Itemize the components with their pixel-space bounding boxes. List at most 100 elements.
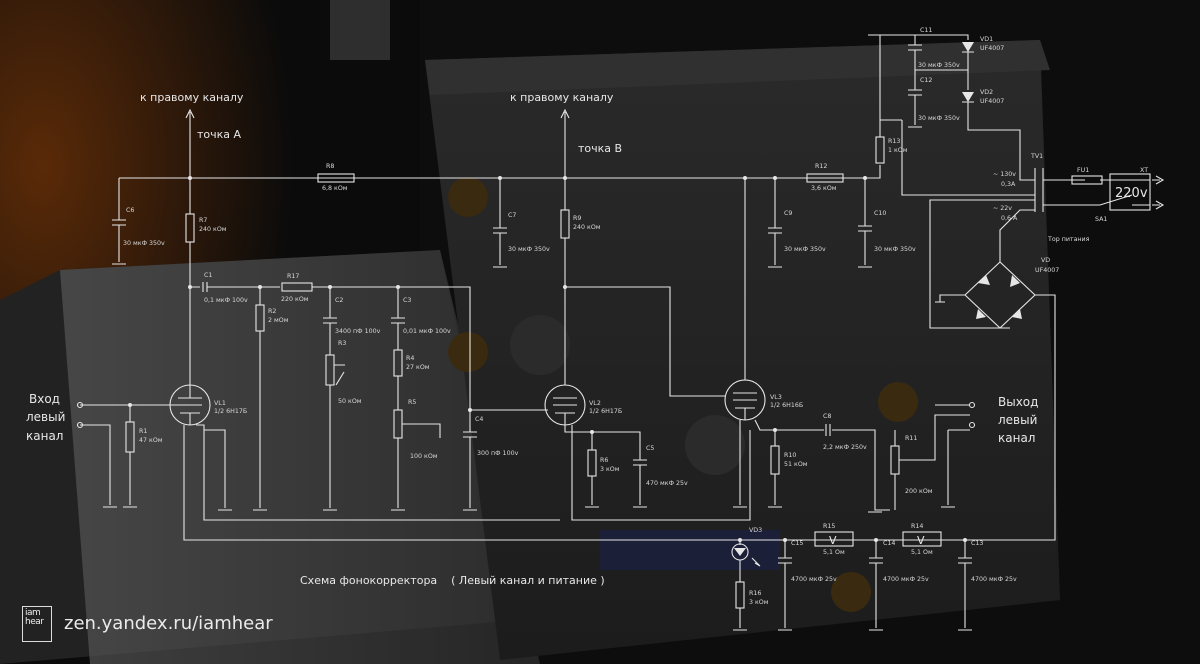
fu1-label: FU1 — [1077, 167, 1089, 174]
sec2-voltage-label: ~ 22v — [993, 205, 1012, 212]
r15-label: R15 — [823, 523, 835, 530]
c11-value: 30 мкФ 350v — [918, 62, 960, 69]
c13-value: 4700 мкФ 25v — [971, 576, 1017, 583]
vd-label: VD — [1041, 257, 1050, 264]
c5-label: C5 — [646, 445, 654, 452]
c7-value: 30 мкФ 350v — [508, 246, 550, 253]
r7-value: 240 кОм — [199, 226, 227, 233]
r17-value: 220 кОм — [281, 296, 309, 303]
c2-value: 3400 пФ 100v — [335, 328, 381, 335]
r16-label: R16 — [749, 590, 761, 597]
vl2-label: VL2 — [589, 400, 601, 407]
vl1-label: VL1 — [214, 400, 226, 407]
mains-voltage-label: 220v — [1115, 186, 1148, 201]
r12-label: R12 — [815, 163, 827, 170]
r12-value: 3,6 кОм — [811, 185, 837, 192]
c6-value: 30 мкФ 350v — [123, 240, 165, 247]
r9-value: 240 кОм — [573, 224, 601, 231]
r2-value: 2 мОм — [268, 317, 289, 324]
tv1-label: TV1 — [1030, 153, 1043, 160]
vl1-value: 1/2 6Н17Б — [214, 408, 247, 415]
output-label-1: Выход — [998, 395, 1038, 409]
sec1-voltage-label: ~ 130v — [993, 171, 1016, 178]
vd1-label: VD1 — [980, 36, 993, 43]
sec1-current-label: 0,3A — [1001, 181, 1016, 188]
c1-label: C1 — [204, 272, 212, 279]
c14-value: 4700 мкФ 25v — [883, 576, 929, 583]
vl3-value: 1/2 6Н16Б — [770, 402, 803, 409]
caption: Схема фонокорректора ( Левый канал и пит… — [300, 574, 605, 587]
r8-value: 6,8 кОм — [322, 185, 348, 192]
r6-label: R6 — [600, 457, 608, 464]
c9-label: C9 — [784, 210, 792, 217]
c10-value: 30 мкФ 350v — [874, 246, 916, 253]
c8-value: 2,2 мкФ 250v — [823, 444, 867, 451]
r13-label: R13 — [888, 138, 900, 145]
c12-value: 30 мкФ 350v — [918, 115, 960, 122]
r14-label: R14 — [911, 523, 923, 530]
c3-value: 0,01 мкФ 100v — [403, 328, 451, 335]
output-label-3: канал — [998, 431, 1035, 445]
c7-label: C7 — [508, 212, 516, 219]
sa1-label: SA1 — [1095, 216, 1107, 223]
c14-label: C14 — [883, 540, 895, 547]
c15-value: 4700 мкФ 25v — [791, 576, 837, 583]
r9-label: R9 — [573, 215, 581, 222]
vd1-value: UF4007 — [980, 45, 1004, 52]
r5-label: R5 — [408, 399, 416, 406]
vl3-label: VL3 — [770, 394, 782, 401]
vd3-label: VD3 — [749, 527, 762, 534]
vl2-value: 1/2 6Н17Б — [589, 408, 622, 415]
output-label-2: левый — [998, 413, 1037, 427]
r15-value: 5,1 Ом — [823, 549, 845, 556]
r16-value: 3 кОм — [749, 599, 769, 606]
vd2-label: VD2 — [980, 89, 993, 96]
r11-label: R11 — [905, 435, 917, 442]
r7-label: R7 — [199, 217, 207, 224]
r6-value: 3 кОм — [600, 466, 620, 473]
r4-value: 27 кОм — [406, 364, 430, 371]
toroid-label: Тор питания — [1047, 236, 1090, 243]
input-label-1: Вход — [29, 392, 60, 406]
xt-label: XT — [1140, 167, 1148, 174]
vd-type-label: UF4007 — [1035, 267, 1059, 274]
r3-value: 50 кОм — [338, 398, 362, 405]
c5-value: 470 мкФ 25v — [646, 480, 688, 487]
point-b-label: точка B — [578, 142, 622, 155]
r13-value: 1 кОм — [888, 147, 908, 154]
c6-label: C6 — [126, 207, 134, 214]
r11-value: 200 кОм — [905, 488, 933, 495]
c15-label: C15 — [791, 540, 803, 547]
r4-label: R4 — [406, 355, 414, 362]
c4-value: 300 пФ 100v — [477, 450, 519, 457]
c9-value: 30 мкФ 350v — [784, 246, 826, 253]
vd2-value: UF4007 — [980, 98, 1004, 105]
sec2-current-label: 0,6 A — [1001, 215, 1018, 222]
c11-label: C11 — [920, 27, 932, 34]
c12-label: C12 — [920, 77, 932, 84]
to-right-channel-label-1: к правому каналу — [140, 91, 244, 104]
r10-label: R10 — [784, 452, 796, 459]
c1-value: 0,1 мкФ 100v — [204, 297, 248, 304]
r1-value: 47 кОм — [139, 437, 163, 444]
c3-label: C3 — [403, 297, 411, 304]
r14-v-mark: V — [917, 534, 925, 547]
r8-label: R8 — [326, 163, 334, 170]
r17-label: R17 — [287, 273, 299, 280]
r5-value: 100 кОм — [410, 453, 438, 460]
r3-label: R3 — [338, 340, 346, 347]
r2-label: R2 — [268, 308, 276, 315]
r14-value: 5,1 Ом — [911, 549, 933, 556]
r1-label: R1 — [139, 428, 147, 435]
point-a-label: точка A — [197, 128, 242, 141]
site-url[interactable]: zen.yandex.ru/iamhear — [64, 613, 273, 634]
c2-label: C2 — [335, 297, 343, 304]
r10-value: 51 кОм — [784, 461, 808, 468]
r15-v-mark: V — [829, 534, 837, 547]
c10-label: C10 — [874, 210, 886, 217]
input-label-3: канал — [26, 429, 63, 443]
to-right-channel-label-2: к правому каналу — [510, 91, 614, 104]
input-label-2: левый — [26, 410, 65, 424]
